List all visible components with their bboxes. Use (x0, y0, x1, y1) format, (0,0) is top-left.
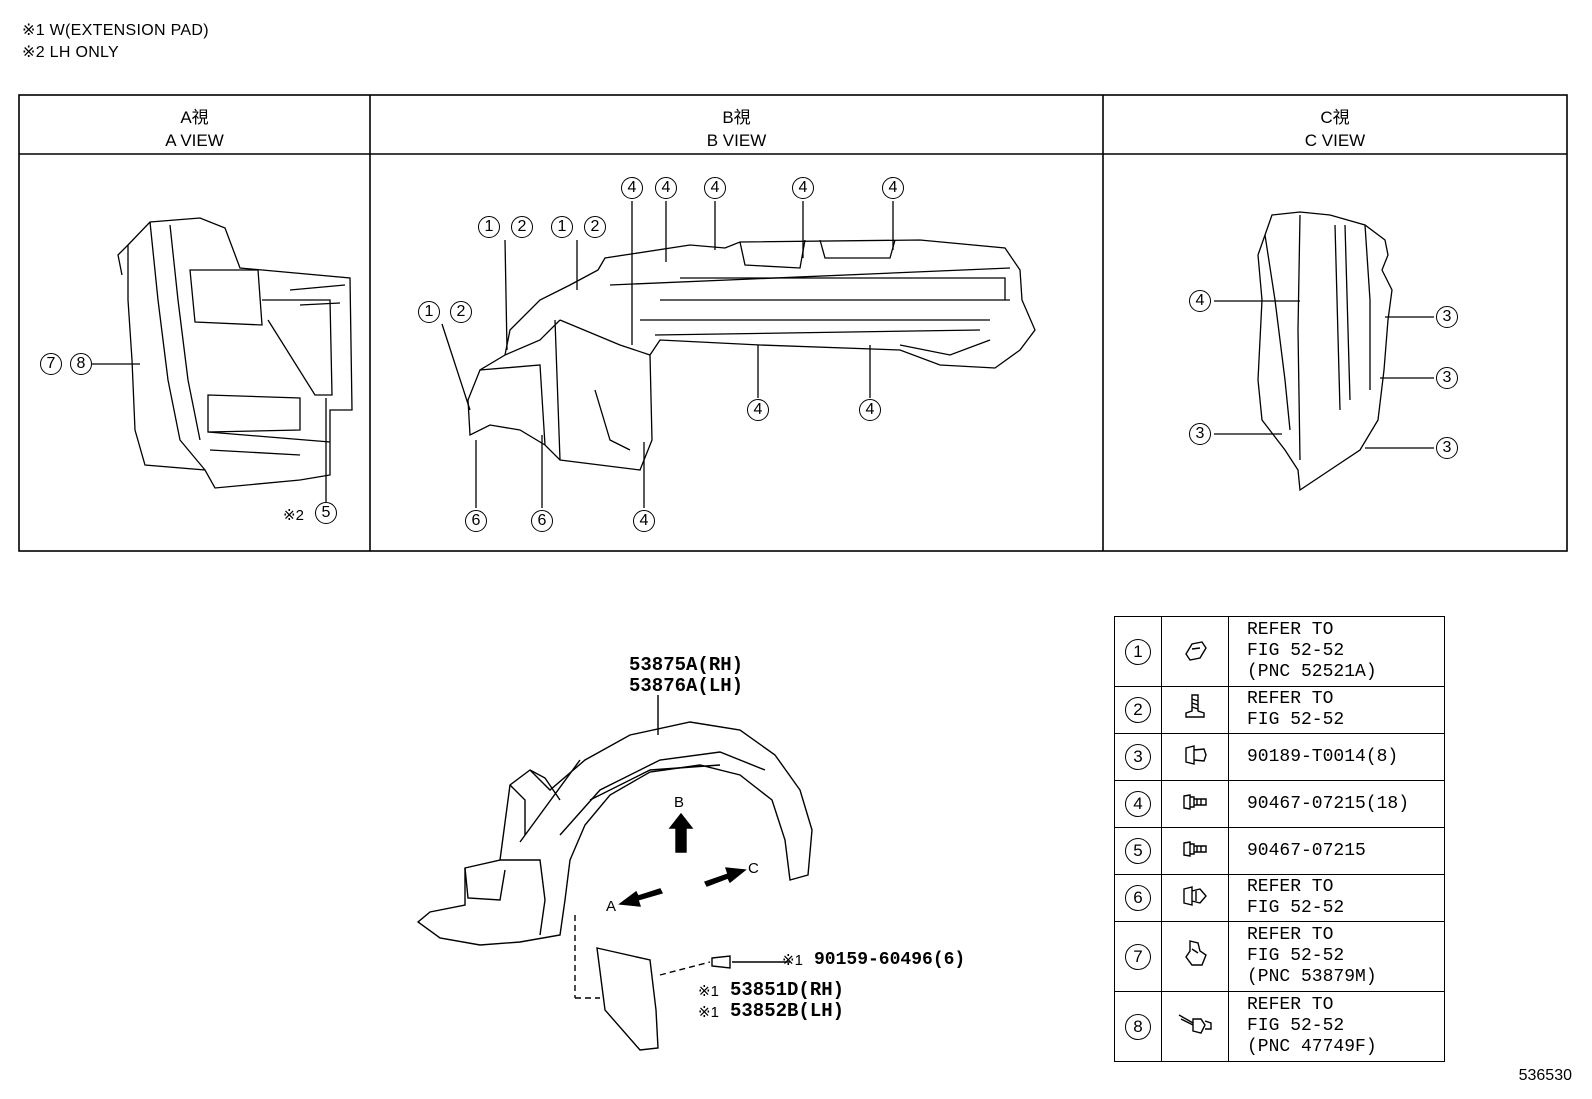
pad-lh-mark: ※1 (698, 1004, 719, 1021)
callout-3: 3 (1189, 423, 1211, 445)
legend-text: REFER TO FIG 52-52 (PNC 53879M) (1228, 921, 1445, 992)
lh-only-mark: ※2 (283, 507, 304, 524)
c-view-header: C視 C VIEW (1103, 106, 1567, 152)
arrow-a-label: A (606, 898, 617, 915)
b-view-liner-drawing (441, 201, 1036, 508)
callout-5: 5 (315, 502, 337, 524)
push-clip-icon (1185, 744, 1207, 765)
legend-row: 1 REFER TO FIG 52-52 (PNC 52521A) (1114, 616, 1445, 687)
callout-2: 2 (450, 301, 472, 323)
legend-text: REFER TO FIG 52-52 (PNC 52521A) (1228, 616, 1445, 687)
legend-row: 8 REFER TO FIG 52-52 (PNC 47749F) (1114, 991, 1445, 1062)
legend-number: 8 (1125, 1013, 1151, 1040)
callout-8: 8 (70, 353, 92, 375)
part-number-lh: 53876A(LH) (629, 675, 744, 697)
legend-number: 4 (1125, 791, 1151, 817)
legend-text: REFER TO FIG 52-52 (1228, 686, 1445, 734)
c-view-title-jp: C視 (1320, 108, 1350, 127)
screw-part-number: 90159-60496(6) (814, 950, 966, 970)
pad-lh-part-number: 53852B(LH) (730, 1000, 845, 1022)
a-view-title-en: A VIEW (165, 131, 224, 150)
screw-grommet-icon (1178, 1014, 1212, 1034)
screw-mark: ※1 (782, 952, 803, 969)
legend-row: 7 REFER TO FIG 52-52 (PNC 53879M) (1114, 921, 1445, 992)
rivet-clip-icon (1183, 885, 1207, 906)
legend-number: 3 (1125, 744, 1151, 770)
callout-4: 4 (792, 177, 814, 199)
callout-3: 3 (1436, 306, 1458, 328)
callout-4: 4 (882, 177, 904, 199)
legend-text: REFER TO FIG 52-52 (PNC 47749F) (1228, 991, 1445, 1062)
callout-7: 7 (40, 353, 62, 375)
legend-text: REFER TO FIG 52-52 (1228, 874, 1445, 922)
legend-row: 3 90189-T0014(8) (1114, 733, 1445, 781)
screw-icon (1185, 693, 1205, 718)
callout-2: 2 (511, 216, 533, 238)
legend-text: 90467-07215 (1228, 827, 1445, 875)
callout-3: 3 (1436, 367, 1458, 389)
callout-2: 2 (584, 216, 606, 238)
callout-4: 4 (704, 177, 726, 199)
fastener-legend-table: 1 REFER TO FIG 52-52 (PNC 52521A) 2 REFE… (1114, 616, 1445, 1062)
callout-4: 4 (747, 399, 769, 421)
c-view-title-en: C VIEW (1304, 131, 1366, 150)
flange-screw-icon (1183, 840, 1207, 857)
clip-nut-icon (1185, 641, 1207, 661)
legend-number: 7 (1125, 943, 1151, 970)
legend-text: 90467-07215(18) (1228, 780, 1445, 828)
b-view-title-jp: B視 (722, 108, 751, 127)
legend-text: 90189-T0014(8) (1228, 733, 1445, 781)
callout-6: 6 (531, 510, 553, 532)
legend-number: 2 (1125, 697, 1151, 723)
legend-number: 1 (1125, 638, 1151, 665)
callout-6: 6 (465, 510, 487, 532)
fender-liner-drawing (416, 695, 813, 1051)
callout-4: 4 (1189, 290, 1211, 312)
legend-row: 6 REFER TO FIG 52-52 (1114, 874, 1445, 922)
a-view-title-jp: A視 (180, 108, 209, 127)
callout-4: 4 (655, 177, 677, 199)
callout-4: 4 (633, 510, 655, 532)
legend-number: 5 (1125, 838, 1151, 864)
callout-1: 1 (418, 301, 440, 323)
note-lh-only: ※2 LH ONLY (22, 44, 120, 61)
clip-icon (1185, 940, 1207, 966)
b-view-title-en: B VIEW (706, 131, 767, 150)
legend-row: 2 REFER TO FIG 52-52 (1114, 686, 1445, 734)
part-number-rh: 53875A(RH) (629, 654, 744, 676)
flange-screw-icon (1183, 793, 1207, 810)
pad-rh-mark: ※1 (698, 983, 719, 1000)
callout-3: 3 (1436, 437, 1458, 459)
arrow-b-label: B (674, 794, 685, 811)
a-view-liner-drawing (92, 217, 353, 502)
a-view-header: A視 A VIEW (19, 106, 370, 152)
callout-1: 1 (551, 216, 573, 238)
legend-row: 5 90467-07215 (1114, 827, 1445, 875)
callout-1: 1 (478, 216, 500, 238)
b-view-header: B視 B VIEW (370, 106, 1103, 152)
legend-row: 4 90467-07215(18) (1114, 780, 1445, 828)
callout-4: 4 (859, 399, 881, 421)
note-extension-pad: ※1 W(EXTENSION PAD) (22, 22, 209, 39)
pad-rh-part-number: 53851D(RH) (730, 979, 845, 1001)
arrow-c-label: C (748, 860, 759, 877)
legend-number: 6 (1125, 885, 1151, 911)
drawing-number: 536530 (1518, 1067, 1572, 1084)
callout-4: 4 (621, 177, 643, 199)
c-view-liner-drawing (1214, 211, 1434, 492)
view-frame (18, 94, 1568, 552)
